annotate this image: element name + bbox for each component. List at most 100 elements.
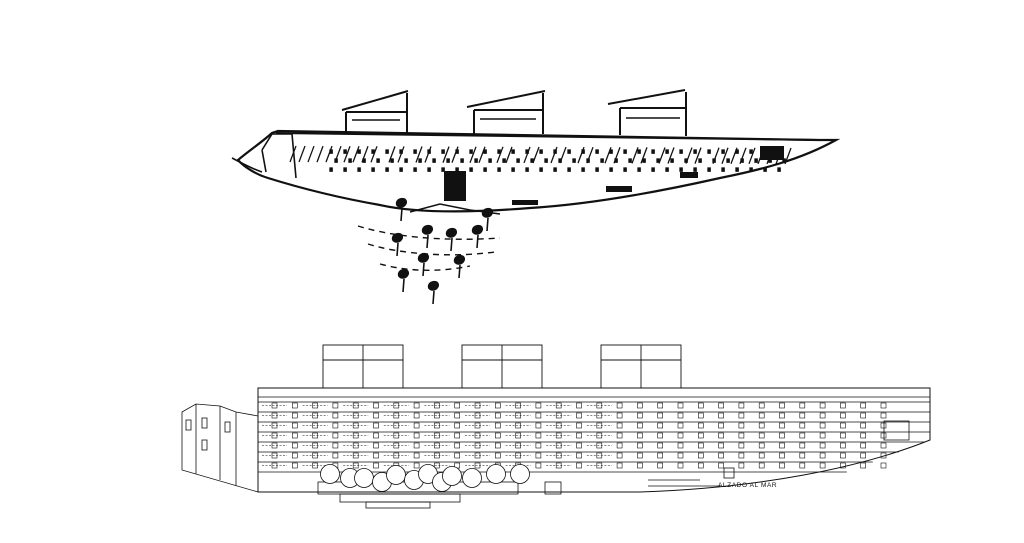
elevation-floor-lines — [258, 401, 930, 473]
elevation-window — [454, 452, 461, 459]
sketch-window-dot — [469, 149, 473, 154]
elevation-window — [738, 412, 745, 419]
elevation-window — [758, 442, 765, 449]
elevation-window — [860, 452, 867, 459]
elevation-facade-outline — [257, 387, 931, 493]
hatch-stroke — [442, 146, 450, 163]
elevation-window — [332, 422, 339, 429]
elevation-tree — [320, 464, 340, 484]
elevation-window — [819, 462, 826, 469]
elevation-window — [718, 462, 724, 469]
sketch-window-dot — [427, 149, 431, 154]
sketch-tree — [417, 252, 430, 263]
sketch-window-dot — [623, 167, 627, 172]
hatch-stroke — [523, 146, 531, 164]
sketch-window-dot — [749, 167, 753, 172]
sketch-roof-line — [275, 132, 821, 141]
hatch-stroke — [748, 147, 756, 165]
sketch-dark-window — [512, 200, 538, 205]
elevation-window — [880, 412, 887, 419]
sketch-window-dot — [460, 158, 464, 163]
elevation-window — [637, 422, 643, 429]
sketch-window-dot — [455, 149, 459, 154]
elevation-window — [758, 432, 765, 439]
sketch-window-dot — [595, 149, 599, 154]
elevation-window — [677, 462, 684, 469]
hatch-stroke — [694, 147, 702, 164]
hatch-stroke — [496, 146, 504, 164]
sketch-window-dot — [399, 149, 403, 154]
elevation-window — [413, 432, 420, 439]
elevation-trees — [320, 464, 530, 492]
sketch-dark-window — [606, 186, 632, 192]
elevation-window — [637, 452, 643, 459]
sketch-window-dot — [385, 149, 389, 154]
elevation-window — [494, 442, 501, 449]
elevation-window — [738, 442, 745, 449]
sketch-window-dot — [712, 158, 716, 163]
sketch-tree-trunk — [426, 234, 429, 249]
sketch-window-dot — [735, 167, 739, 172]
sketch-window-dot — [670, 158, 674, 163]
elevation-window — [454, 402, 461, 409]
elevation-window — [697, 452, 704, 459]
elevation-window — [738, 422, 745, 429]
elevation-window — [819, 432, 826, 439]
sketch-tree-trunk — [432, 290, 435, 305]
sketch-tree — [427, 280, 440, 291]
elevation-window — [332, 412, 339, 419]
hatch-stroke — [307, 145, 315, 163]
sketch-window-dot — [376, 158, 380, 163]
elevation-window — [718, 452, 724, 459]
elevation-window — [535, 412, 542, 419]
elevation-window — [840, 462, 846, 469]
sketch-window-dot — [343, 149, 347, 154]
elevation-window — [819, 422, 826, 429]
sketch-window-dot — [427, 167, 431, 172]
elevation-window — [860, 442, 867, 449]
elevation-window — [535, 442, 542, 449]
sketch-window-dot — [558, 158, 562, 163]
elevation-window — [576, 452, 582, 459]
hatch-stroke — [532, 146, 540, 164]
elevation-window — [779, 462, 785, 469]
sketch-window-dot — [651, 149, 655, 154]
sketch-window-dot — [329, 149, 333, 154]
elevation-window — [799, 422, 806, 429]
sketch-window-dot — [614, 158, 618, 163]
sketch-dark-window — [760, 146, 784, 160]
sketch-window-dot — [371, 167, 375, 172]
elevation-tree — [354, 468, 374, 488]
elevation-window — [819, 402, 826, 409]
elevation-window — [576, 432, 582, 439]
sketch-tree — [445, 227, 458, 238]
sketch-tree — [421, 224, 434, 235]
elevation-window — [677, 412, 684, 419]
sketch-tree — [453, 254, 466, 265]
hatch-stroke — [478, 146, 486, 163]
elevation-window — [677, 442, 684, 449]
elevation-rooftop-volume — [461, 344, 543, 389]
elevation-window — [779, 422, 785, 429]
elevation-window — [616, 422, 623, 429]
sketch-window-dot — [418, 158, 422, 163]
elevation-window — [291, 462, 298, 469]
sketch-tree — [391, 232, 404, 243]
elevation-window — [697, 462, 704, 469]
elevation-adjacent-building — [181, 403, 259, 493]
hatch-stroke — [352, 146, 360, 163]
sketch-window-dot — [749, 149, 753, 154]
hatch-stroke — [424, 146, 432, 163]
sketch-window-dot — [516, 158, 520, 163]
elevation-window — [758, 412, 765, 419]
elevation-window — [657, 462, 664, 469]
elevation-window — [697, 412, 704, 419]
elevation-window — [413, 442, 420, 449]
elevation-window — [799, 402, 806, 409]
sketch-left-block — [261, 133, 297, 179]
elevation-window — [819, 412, 826, 419]
elevation-window — [637, 402, 643, 409]
elevation-tree — [486, 464, 506, 484]
elevation-window — [332, 402, 339, 409]
sketch-tree-trunk — [422, 262, 425, 277]
